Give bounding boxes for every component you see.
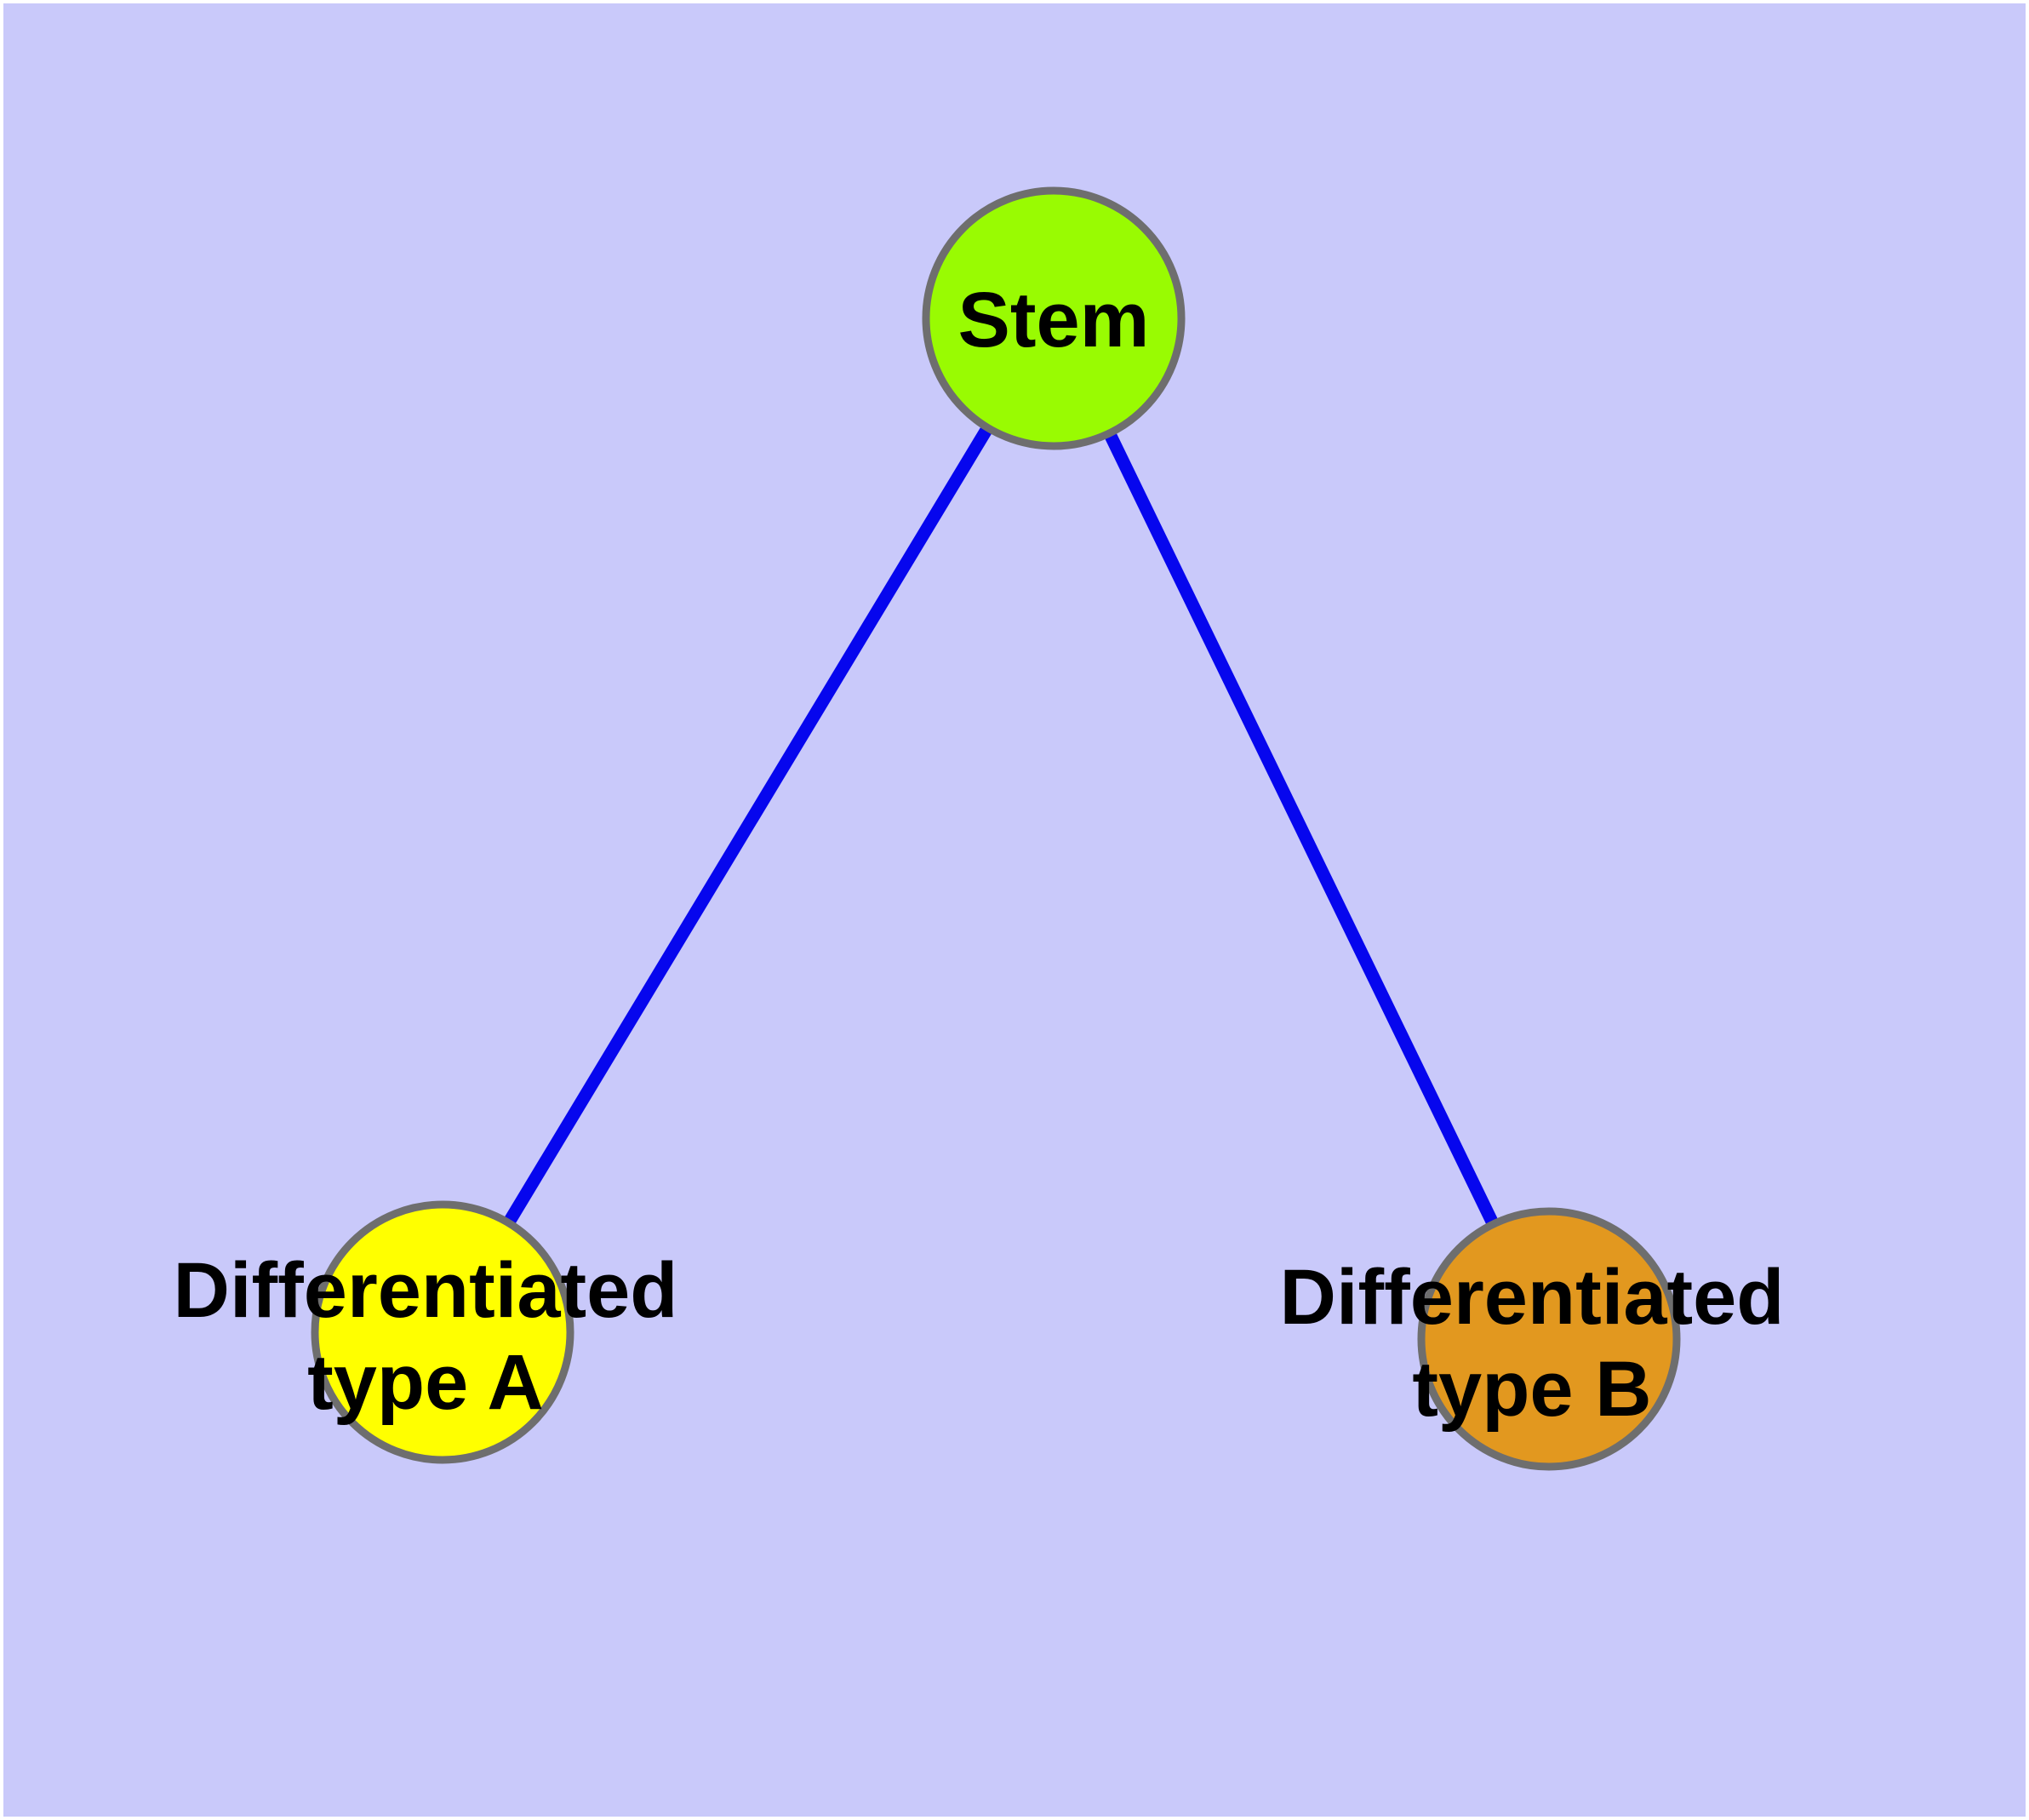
node-stem-label: Stem [958,277,1150,363]
node-type-a-label-line-2: type A [307,1339,544,1426]
node-type-a-label-line-1: Differentiated [174,1247,678,1334]
edge-stem-to-type-b [1048,315,1555,1342]
node-stem [922,186,1186,450]
node-type-b-label-line-2: type B [1412,1346,1651,1433]
edge-stem-to-type-a [437,315,1060,1336]
node-type-b-label-line-1: Differentiated [1280,1254,1785,1341]
node-differentiated-type-b [1417,1207,1681,1471]
node-differentiated-type-a [311,1200,574,1464]
